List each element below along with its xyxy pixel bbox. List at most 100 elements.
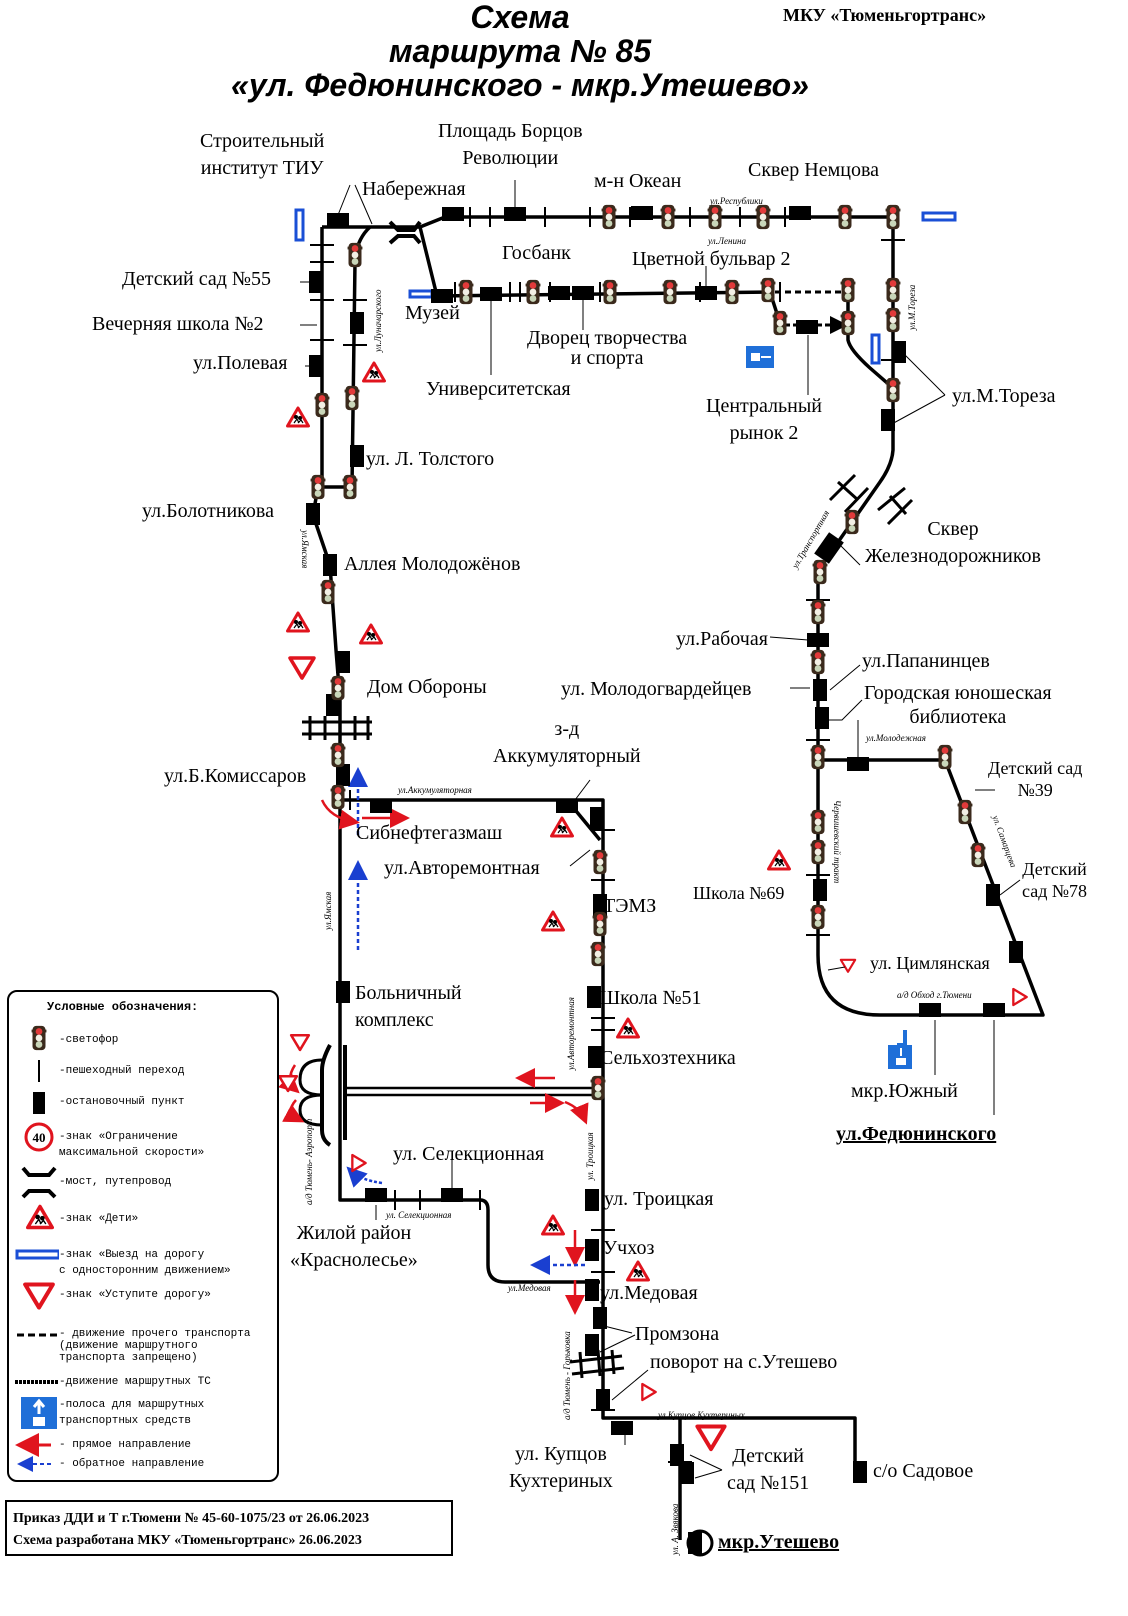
red-arrow-icon (320, 799, 360, 830)
street-label: ул.Луначарского (373, 289, 383, 352)
legend-icons: 40 (15, 1025, 59, 1472)
traffic-light-icon (844, 509, 860, 535)
legend-item-label: -остановочный пункт (59, 1096, 185, 1108)
children-sign-icon (26, 1204, 54, 1230)
loop-interchange (298, 1058, 323, 1127)
bus-stop-icon (680, 1462, 694, 1484)
bus-stop-icon (986, 884, 1000, 906)
stop-label: Госбанк (502, 242, 571, 264)
bus-stop-icon (504, 207, 526, 221)
traffic-light-icon (314, 392, 330, 418)
bus-stop-icon (796, 320, 818, 334)
traffic-light-icon (310, 474, 326, 500)
legend: Условные обозначения: 40 -светофор -пеше… (7, 990, 279, 1482)
street-label: ул.Республики (710, 196, 763, 206)
legend-item-label: - обратное направление (59, 1458, 205, 1470)
stop-label: Промзона (635, 1323, 720, 1345)
bus-stop-icon (853, 1461, 867, 1483)
traffic-light-icon (810, 904, 826, 930)
bus-stop-icon (881, 409, 895, 431)
bus-stop-icon (590, 807, 604, 829)
children-sign-icon (541, 910, 565, 932)
bus-stop-icon (670, 1444, 684, 1466)
map-subtitle-endpoints: «ул. Федюнинского - мкр.Утешево» (231, 67, 809, 103)
bus-stop-icon (813, 879, 827, 901)
stop-label: Сибнефтегазмаш (356, 822, 503, 844)
bus-stop-icon (585, 1189, 599, 1211)
bus-stop-icon (587, 986, 601, 1008)
traffic-light-icon (772, 310, 788, 336)
legend-item-label: -знак «Ограничение максимальной скорости… (59, 1131, 205, 1159)
footer-developer: Схема разработана МКУ «Тюменьгортранс» 2… (13, 1533, 362, 1548)
traffic-light-icon (31, 1025, 47, 1051)
speed-limit-icon: 40 (24, 1122, 54, 1152)
stop-label: Музей (405, 302, 460, 324)
street-label: ул. Троицкая (585, 1132, 595, 1180)
stop-label: ул.Болотникова (142, 500, 274, 522)
stop-label: Учхоз (603, 1237, 655, 1259)
stop-label: Сельхозтехника (600, 1047, 736, 1069)
bus-stop-icon (548, 286, 570, 300)
stop-label: Школа №51 (600, 987, 702, 1009)
legend-item-label: -движение маршрутных ТС (59, 1376, 211, 1388)
yield-sign-icon (351, 1153, 367, 1173)
stop-label: ул. Молодогвардейцев (561, 678, 752, 700)
children-sign-icon (626, 1260, 650, 1282)
legend-item-label: - движение прочего транспорта (движение … (59, 1328, 251, 1364)
street-label: ул.Купцов Кухтериных (658, 1410, 745, 1420)
street-label: ул.Медовая (508, 1283, 551, 1293)
traffic-light-icon (885, 204, 901, 230)
legend-item-label: -знак «Выезд на дорогу с односторонним д… (59, 1249, 231, 1277)
stop-label: Университетская (426, 378, 571, 400)
legend-heading: Условные обозначения: (47, 1000, 199, 1014)
traffic-light-icon (320, 579, 336, 605)
stop-label: ул.М.Тореза (952, 385, 1056, 407)
stop-label: Детский сад №78 (1022, 859, 1088, 901)
children-sign-icon (286, 406, 310, 428)
traffic-light-icon (840, 277, 856, 303)
traffic-light-icon (760, 277, 776, 303)
bus-stop-icon (585, 1239, 599, 1261)
bus-stop-icon (588, 1046, 602, 1068)
bus-stop-icon (695, 286, 717, 300)
traffic-light-icon (810, 839, 826, 865)
yield-sign-icon (289, 1033, 311, 1052)
bus-stop-icon (431, 289, 453, 303)
traffic-light-icon (724, 279, 740, 305)
legend-item-label: -мост, путепровод (59, 1176, 172, 1188)
children-sign-icon (616, 1017, 640, 1039)
terminal-label-uteshevo: мкр.Утешево (718, 1531, 840, 1553)
street-label: ул.М.Тореза (907, 284, 917, 330)
bus-stop-icon (323, 554, 337, 576)
children-sign-icon (541, 1214, 565, 1236)
bus-stop-icon (789, 206, 811, 220)
traffic-light-icon (885, 277, 901, 303)
bus-stop-icon (593, 894, 607, 916)
street-label: ул.Молодежная (866, 733, 926, 743)
legend-item-label: -пешеходный переход (59, 1065, 185, 1077)
stop-label: Городская юношеская библиотека (864, 682, 1052, 728)
bus-stop-icon (336, 981, 350, 1003)
traffic-light-icon (812, 559, 828, 585)
bridge-icon (21, 1166, 57, 1199)
stop-label: Сквер Железнодорожников (865, 518, 1041, 567)
railway-crossing-icon (302, 473, 914, 1379)
stop-label: ул. Л. Толстого (366, 448, 495, 470)
stop-label: Детский сад №39 (988, 758, 1083, 800)
traffic-light-icon (970, 842, 986, 868)
traffic-light-icon (525, 279, 541, 305)
street-label: Червишевский тракт (832, 800, 842, 884)
stop-label: мкр.Южный (851, 1080, 958, 1102)
bus-lane-icon (746, 346, 912, 1069)
street-label: а/д Тюмень - Горьковка (562, 1331, 572, 1420)
map-title: Схема (470, 0, 570, 35)
traffic-light-icon (810, 744, 826, 770)
stop-label: Детский сад №151 (727, 1445, 810, 1494)
bus-stop-icon (480, 287, 502, 301)
street-label: ул. Селекционная (386, 1210, 452, 1220)
stop-label: ул.Рабочая (676, 628, 768, 650)
bus-stop-icon (350, 445, 364, 467)
bus-stop-icon (336, 651, 350, 673)
stop-label: ул.Б.Комиссаров (164, 765, 307, 787)
traffic-light-icon (344, 385, 360, 411)
